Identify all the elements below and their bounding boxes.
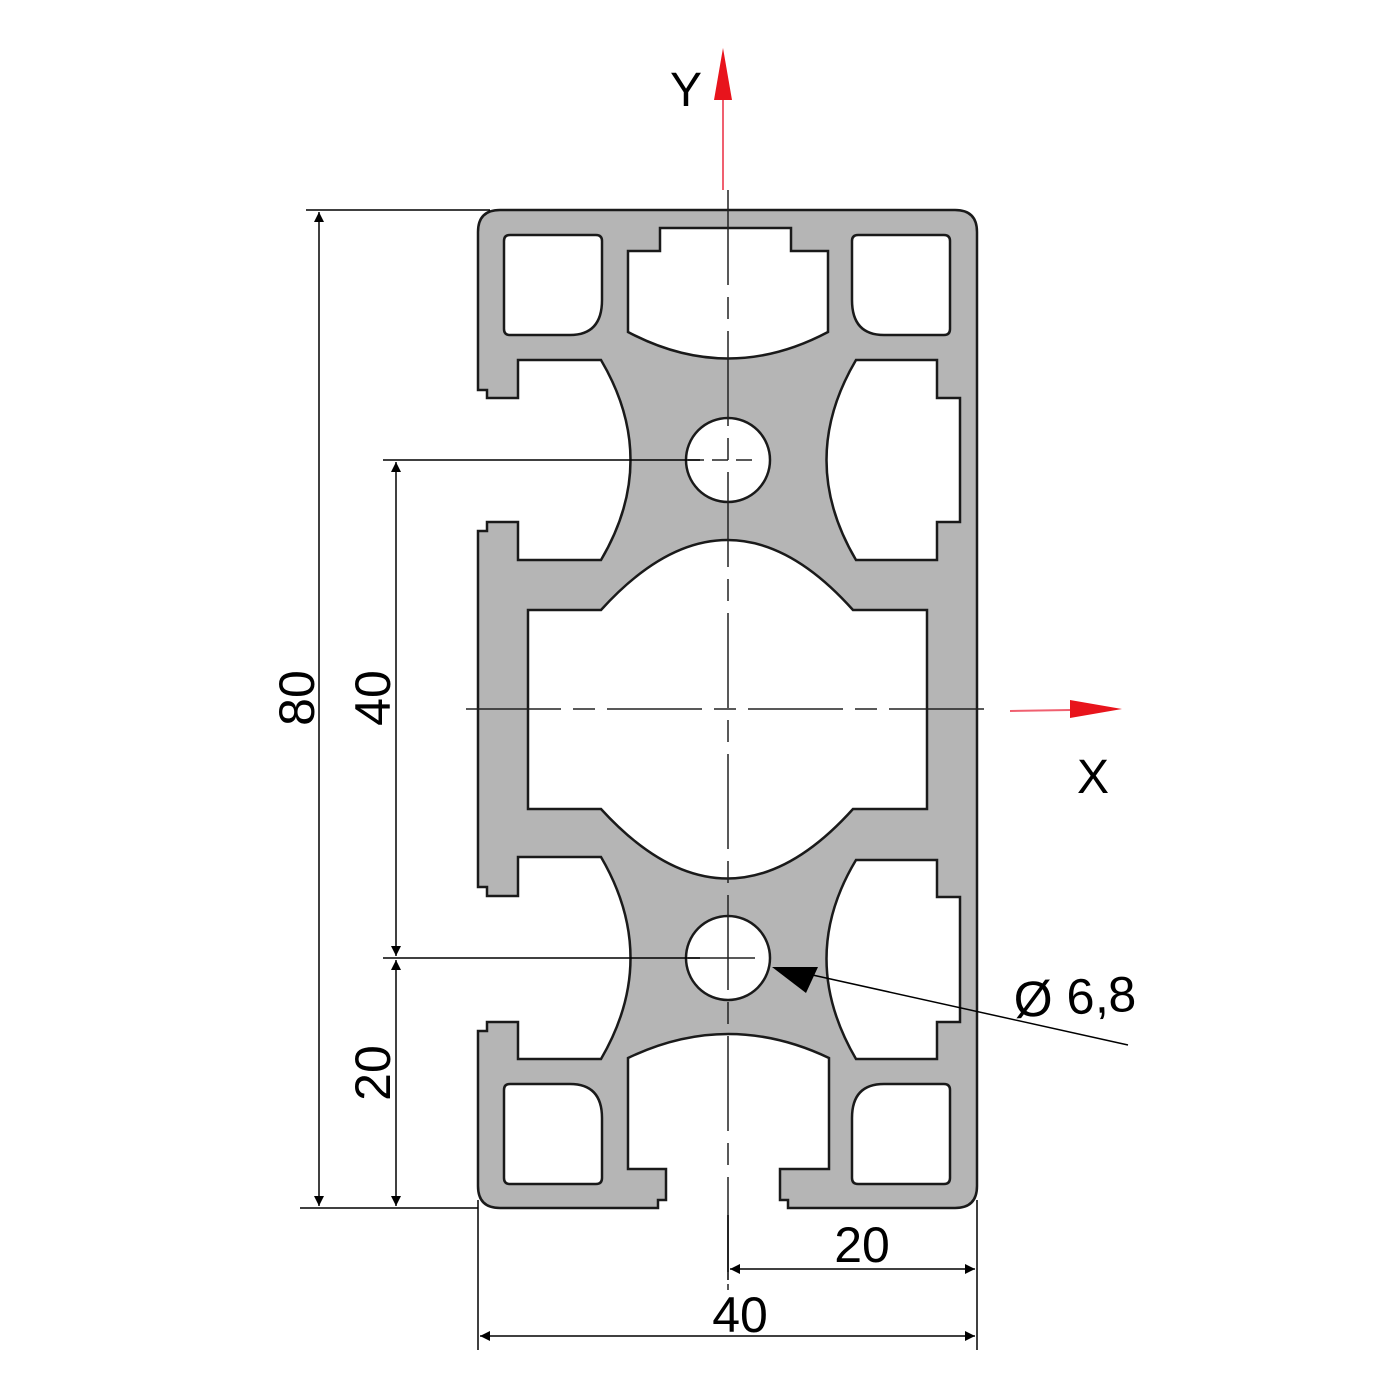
cavity-top-left	[502, 233, 604, 337]
dim-width-40: 40	[712, 1287, 768, 1343]
slot-right-lower	[825, 858, 962, 1061]
cavity-bottom-left	[502, 1082, 604, 1186]
x-axis-label: X	[1077, 751, 1109, 804]
dimension-lines	[300, 209, 1129, 1350]
slot-right-upper	[825, 358, 962, 562]
dim-half-width-20: 20	[834, 1217, 890, 1273]
dim-hole-diameter: Ø 6,8	[1012, 966, 1137, 1028]
top-pocket	[626, 226, 830, 360]
cavity-bottom-right	[850, 1082, 952, 1186]
y-axis-arrow-icon	[714, 48, 732, 100]
dim-hole-offset-20: 20	[345, 1045, 401, 1101]
dim-hole-spacing-40: 40	[345, 670, 401, 726]
dim-height-80: 80	[269, 670, 325, 726]
y-axis: Y	[670, 48, 732, 190]
cavity-top-right	[850, 233, 952, 337]
y-axis-label: Y	[670, 64, 702, 117]
x-axis-arrow-icon	[1070, 700, 1122, 718]
diameter-leader-arrow-icon	[772, 967, 818, 993]
x-axis: X	[1009, 700, 1122, 804]
